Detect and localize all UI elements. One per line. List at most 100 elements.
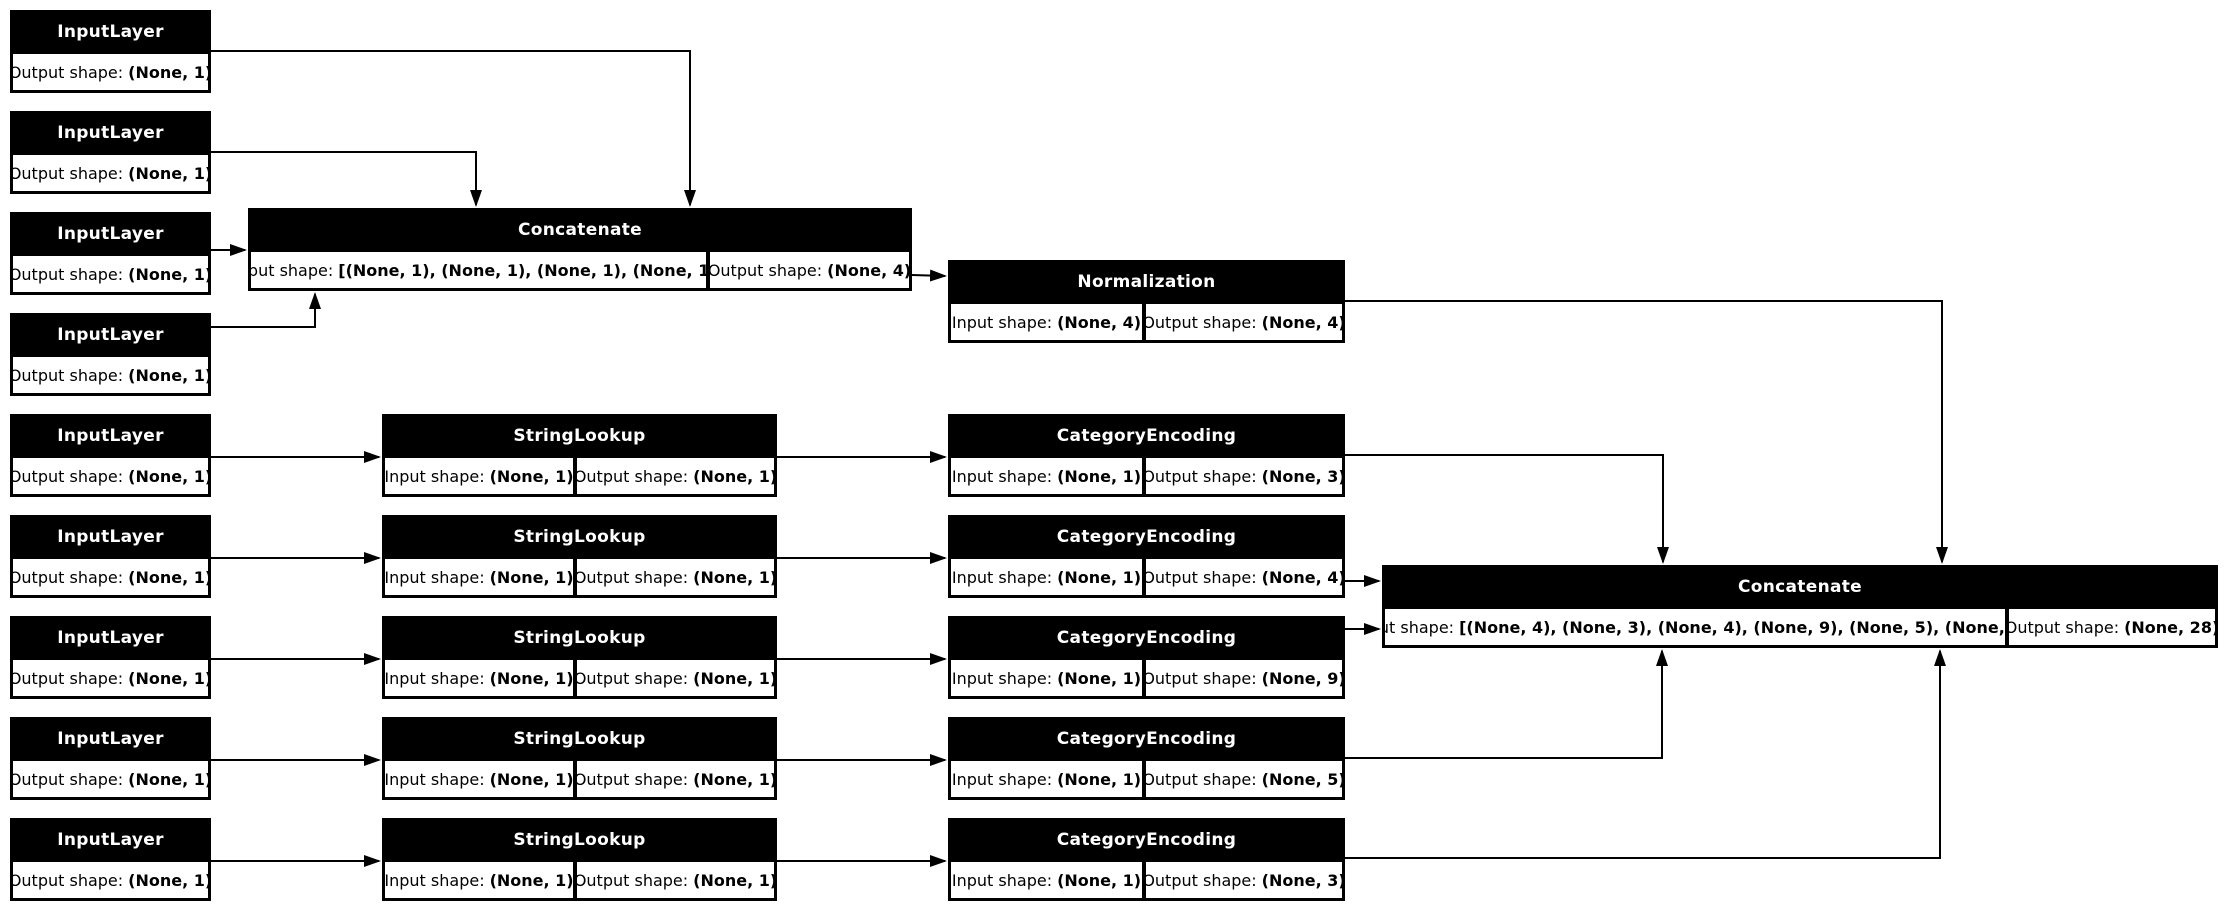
shape-cell: Input shape:[(None, 4), (None, 3), (None… — [1385, 609, 2005, 645]
node-title: InputLayer — [57, 325, 164, 345]
shape-cell: Output shape:(None, 1) — [13, 458, 208, 494]
shape-label: Output shape: — [1146, 668, 1257, 688]
node-title: InputLayer — [57, 224, 164, 244]
shape-cells-row: Output shape:(None, 1) — [13, 458, 208, 494]
shape-label: Output shape: — [13, 769, 124, 789]
shape-cell: Output shape:(None, 4) — [1146, 304, 1342, 340]
shape-label: Input shape: — [951, 312, 1053, 332]
shape-label: Output shape: — [13, 62, 124, 82]
shape-cells-row: Input shape:[(None, 1), (None, 1), (None… — [251, 252, 909, 288]
node-title: CategoryEncoding — [1056, 527, 1237, 547]
node-title: InputLayer — [57, 123, 164, 143]
node-title: StringLookup — [513, 830, 646, 850]
shape-label: Input shape: — [951, 567, 1053, 587]
shape-value: (None, 1) — [1057, 466, 1142, 486]
shape-cells-row: Output shape:(None, 1) — [13, 559, 208, 595]
shape-label: Output shape: — [13, 870, 124, 890]
shape-label: Input shape: — [385, 769, 485, 789]
edge-category-encoding-1-to-concatenate-2 — [1345, 454, 1669, 564]
node-title: CategoryEncoding — [1056, 628, 1237, 648]
shape-cell: Output shape:(None, 9) — [1146, 660, 1342, 696]
shape-cell: Output shape:(None, 1) — [13, 559, 208, 595]
node-title: StringLookup — [513, 426, 646, 446]
shape-cells-row: Input shape:(None, 1)Output shape:(None,… — [385, 458, 774, 494]
shape-cell: Output shape:(None, 4) — [1146, 559, 1342, 595]
shape-label: Output shape: — [577, 769, 689, 789]
shape-label: Output shape: — [577, 567, 689, 587]
shape-value: (None, 4) — [1057, 312, 1142, 332]
shape-value: (None, 1) — [489, 870, 573, 890]
shape-label: Input shape: — [385, 567, 485, 587]
shape-cell: Output shape:(None, 1) — [13, 862, 208, 898]
shape-label: Output shape: — [13, 466, 124, 486]
edge-input-layer-1-to-concatenate-1 — [211, 50, 696, 207]
shape-cells-row: Input shape:(None, 1)Output shape:(None,… — [951, 660, 1342, 696]
shape-cell: Input shape:(None, 1) — [385, 559, 573, 595]
shape-value: [(None, 4), (None, 3), (None, 4), (None,… — [1459, 617, 2005, 637]
shape-cells-row: Input shape:(None, 1)Output shape:(None,… — [951, 559, 1342, 595]
shape-value: (None, 1) — [128, 62, 208, 82]
shape-cells-row: Input shape:(None, 1)Output shape:(None,… — [385, 761, 774, 797]
shape-label: Input shape: — [951, 668, 1053, 688]
shape-cell: Input shape:(None, 1) — [951, 660, 1142, 696]
shape-label: Output shape: — [1146, 466, 1257, 486]
shape-value: (None, 9) — [1261, 668, 1342, 688]
shape-value: (None, 1) — [128, 769, 208, 789]
shape-value: (None, 1) — [128, 466, 208, 486]
shape-cell: Input shape:(None, 1) — [951, 559, 1142, 595]
shape-label: Output shape: — [1146, 312, 1257, 332]
shape-label: Output shape: — [2009, 617, 2120, 637]
shape-cells-row: Output shape:(None, 1) — [13, 761, 208, 797]
node-title: InputLayer — [57, 830, 164, 850]
shape-cells-row: Input shape:(None, 1)Output shape:(None,… — [385, 660, 774, 696]
node-title: InputLayer — [57, 22, 164, 42]
node-title: Concatenate — [1738, 577, 1862, 597]
shape-cells-row: Output shape:(None, 1) — [13, 54, 208, 90]
shape-label: Output shape: — [13, 668, 124, 688]
shape-cells-row: Input shape:(None, 1)Output shape:(None,… — [951, 761, 1342, 797]
shape-cell: Output shape:(None, 1) — [577, 458, 774, 494]
shape-value: (None, 4) — [827, 260, 909, 280]
shape-cells-row: Output shape:(None, 1) — [13, 660, 208, 696]
shape-cells-row: Input shape:(None, 1)Output shape:(None,… — [385, 862, 774, 898]
shape-cells-row: Output shape:(None, 1) — [13, 256, 208, 292]
shape-label: Output shape: — [577, 466, 689, 486]
shape-cell: Input shape:(None, 1) — [951, 761, 1142, 797]
shape-value: (None, 1) — [693, 466, 774, 486]
shape-value: (None, 1) — [1057, 870, 1142, 890]
shape-value: (None, 1) — [693, 870, 774, 890]
edge-input-layer-4-to-concatenate-1 — [211, 292, 321, 328]
shape-label: Output shape: — [13, 163, 124, 183]
shape-cell: Input shape:(None, 4) — [951, 304, 1142, 340]
shape-value: (None, 1) — [489, 668, 573, 688]
shape-value: (None, 5) — [1261, 769, 1342, 789]
shape-cells-row: Output shape:(None, 1) — [13, 155, 208, 191]
shape-label: Input shape: — [251, 260, 334, 280]
node-title: StringLookup — [513, 628, 646, 648]
shape-cell: Input shape:(None, 1) — [951, 862, 1142, 898]
shape-value: (None, 1) — [489, 466, 573, 486]
shape-label: Output shape: — [577, 668, 689, 688]
shape-cells-row: Input shape:[(None, 4), (None, 3), (None… — [1385, 609, 2215, 645]
shape-value: (None, 1) — [128, 870, 208, 890]
shape-cell: Output shape:(None, 1) — [13, 357, 208, 393]
edge-input-layer-2-to-concatenate-1 — [211, 151, 482, 207]
node-title: InputLayer — [57, 628, 164, 648]
shape-cell: Input shape:[(None, 1), (None, 1), (None… — [251, 252, 706, 288]
shape-label: Output shape: — [13, 264, 124, 284]
shape-label: Output shape: — [13, 365, 124, 385]
shape-label: Output shape: — [710, 260, 823, 280]
shape-cell: Output shape:(None, 1) — [13, 761, 208, 797]
shape-cells-row: Input shape:(None, 1)Output shape:(None,… — [951, 862, 1342, 898]
shape-cells-row: Input shape:(None, 1)Output shape:(None,… — [385, 559, 774, 595]
shape-cell: Output shape:(None, 1) — [577, 761, 774, 797]
shape-label: Input shape: — [951, 870, 1053, 890]
